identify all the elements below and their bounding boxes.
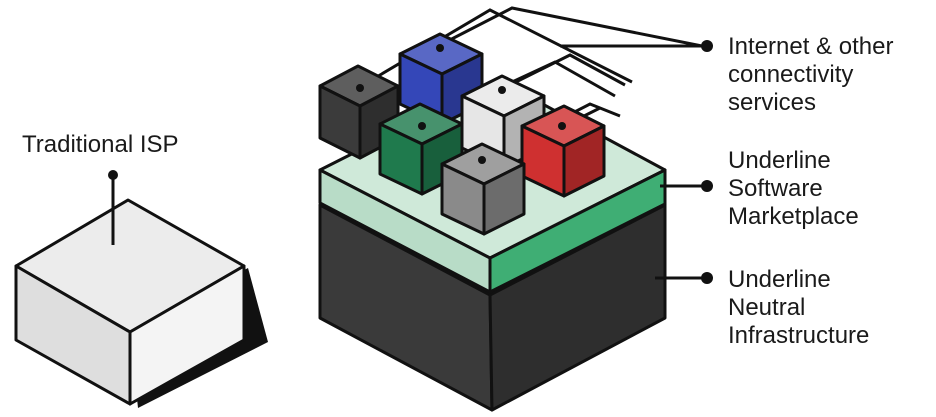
callout-connectivity-dot [701,40,713,52]
label-marketplace-line-3: Marketplace [728,203,859,230]
cube-gray-right [482,162,526,236]
cube-green-dot [418,122,426,130]
wire-4 [499,53,626,92]
cube-gray-dot [478,156,486,164]
cube-white-dot [498,86,506,94]
label-marketplace-line-2: Software [728,175,823,202]
isp-pointer-dot [108,170,118,180]
callout-marketplace-dot [701,180,713,192]
callouts [560,40,713,284]
label-software-marketplace: Underline Software Marketplace [728,147,859,231]
label-infrastructure-line-2: Neutral [728,294,806,321]
callout-infrastructure-dot [701,272,713,284]
cube-gray [440,142,526,236]
cube-red [520,104,606,198]
isp-box-right-face [128,264,246,406]
cube-red-dot [558,122,566,130]
label-connectivity-services: Internet & other connectivity services [728,33,893,117]
cube-black-dot [356,84,364,92]
label-infrastructure-line-1: Underline [728,266,831,293]
label-connectivity-line-2: connectivity [728,61,854,88]
label-traditional-isp: Traditional ISP [22,131,179,158]
cube-blue-dot [436,44,444,52]
label-neutral-infrastructure: Underline Neutral Infrastructure [728,266,869,350]
label-connectivity-line-3: services [728,89,817,116]
cube-red-right [562,124,606,198]
traditional-isp-box [14,170,268,408]
label-infrastructure-line-3: Infrastructure [728,322,870,349]
cube-blue [398,32,484,126]
label-marketplace-line-1: Underline [728,147,831,174]
label-connectivity-line-1: Internet & other [728,33,894,60]
cube-black [318,64,400,160]
platform-right-face [488,168,667,294]
wire-2 [439,6,703,48]
